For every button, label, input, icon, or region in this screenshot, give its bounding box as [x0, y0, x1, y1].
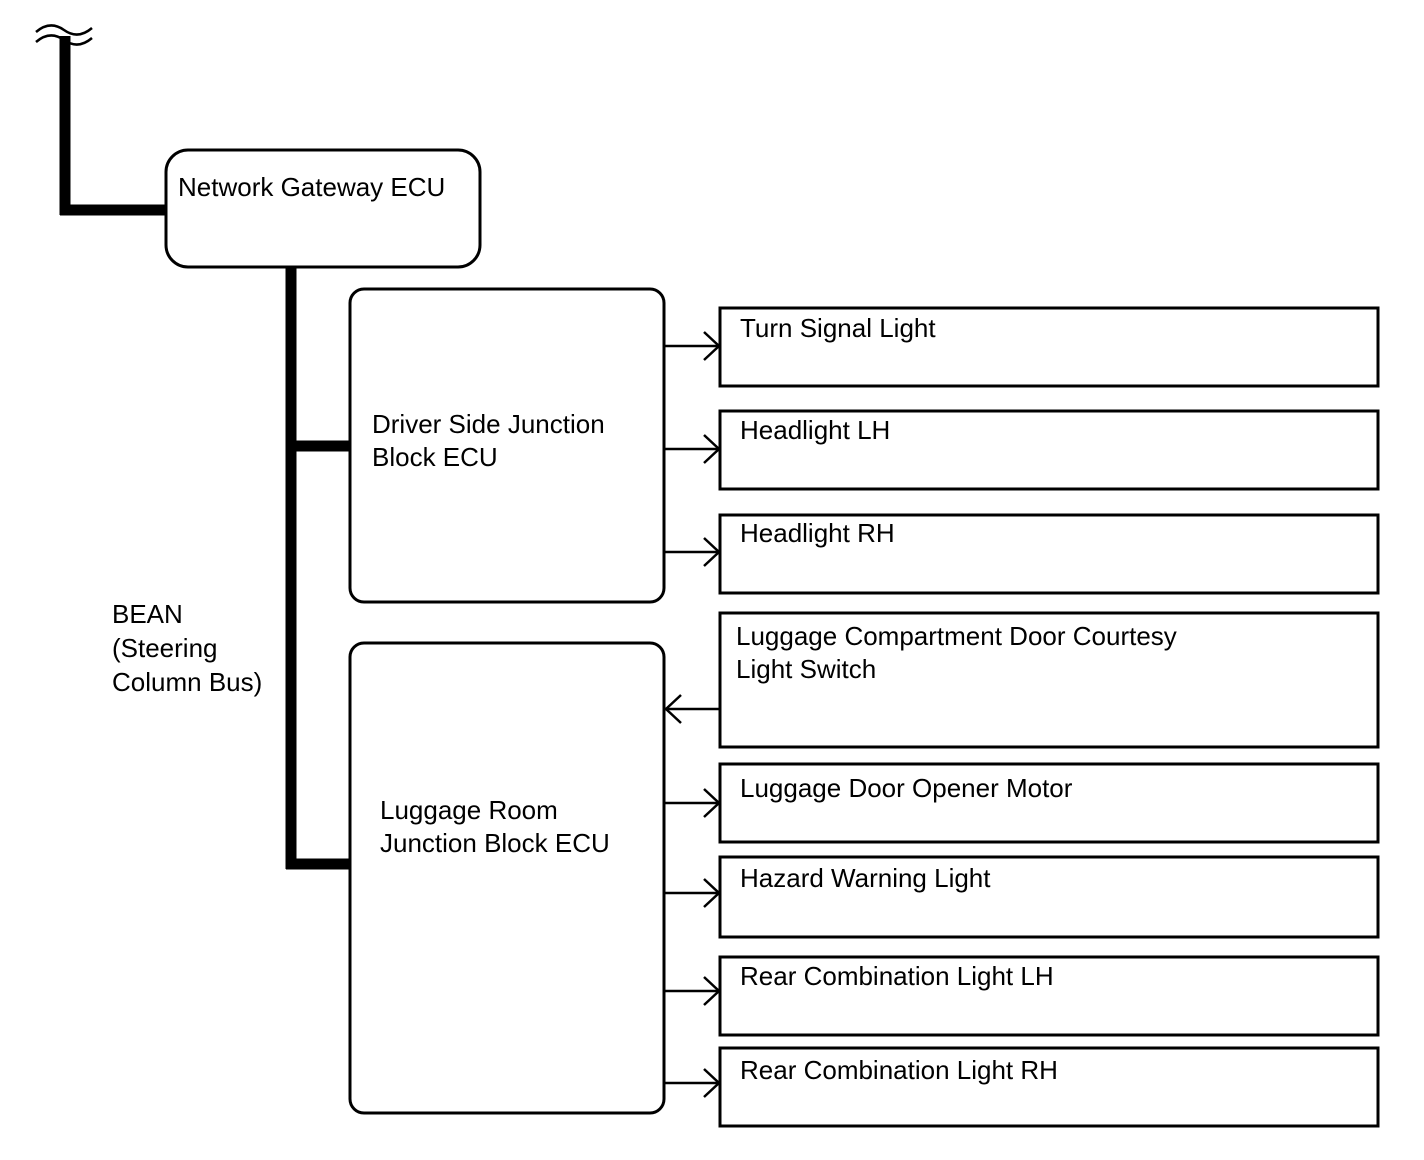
arrow-to-luggage-door-opener-motor — [664, 788, 721, 818]
headlight-lh-box — [718, 409, 1380, 491]
bus-label-line3: Column Bus) — [112, 667, 263, 697]
bus-label-line2: (Steering — [112, 633, 218, 663]
bus-label: BEAN (Steering Column Bus) — [112, 597, 262, 699]
headlight-lh-label: Headlight LH — [740, 415, 891, 445]
luggage-room-jb-ecu-label: Luggage Room Junction Block ECU — [380, 794, 610, 860]
component-boxes — [718, 306, 1380, 1128]
courtesy-light-switch-box — [718, 611, 1380, 749]
courtesy-light-switch-label: Luggage Compartment Door Courtesy Light … — [736, 620, 1177, 686]
driver-side-jb-ecu-box — [348, 287, 666, 604]
luggage-jb-label-line2: Junction Block ECU — [380, 828, 610, 858]
rear-combination-light-rh-box — [718, 1046, 1380, 1128]
luggage-door-opener-motor-label: Luggage Door Opener Motor — [740, 773, 1073, 803]
driver-side-jb-ecu-label: Driver Side Junction Block ECU — [372, 408, 605, 474]
turn-signal-light-label: Turn Signal Light — [740, 313, 936, 343]
bean-bus-lines — [59, 36, 351, 870]
rear-combination-light-lh-label: Rear Combination Light LH — [740, 961, 1054, 991]
turn-signal-light-box — [718, 306, 1380, 388]
bus-label-line1: BEAN — [112, 599, 183, 629]
arrow-to-headlight-lh — [664, 434, 721, 464]
rear-combination-light-rh-label: Rear Combination Light RH — [740, 1055, 1058, 1085]
driver-jb-label-line1: Driver Side Junction — [372, 409, 605, 439]
gateway-ecu-label: Network Gateway ECU — [178, 172, 446, 202]
rear-combination-light-lh-box — [718, 955, 1380, 1037]
hazard-warning-light-label: Hazard Warning Light — [740, 863, 991, 893]
arrow-to-turn-signal-light — [664, 331, 721, 361]
hazard-warning-light-box — [718, 855, 1380, 939]
headlight-rh-label: Headlight RH — [740, 518, 895, 548]
headlight-rh-box — [718, 513, 1380, 595]
driver-jb-label-line2: Block ECU — [372, 442, 498, 472]
luggage-room-jb-ecu-box — [348, 641, 666, 1115]
gateway-ecu-box — [164, 148, 482, 269]
arrow-to-headlight-rh — [664, 537, 721, 567]
arrow-to-hazard-warning-light — [664, 878, 721, 908]
arrow-to-rear-combination-light-lh — [664, 976, 721, 1006]
arrow-from-courtesy-light-switch — [664, 694, 720, 724]
courtesy-switch-label-line2: Light Switch — [736, 654, 877, 684]
connector-arrows — [664, 331, 721, 1098]
courtesy-switch-label-line1: Luggage Compartment Door Courtesy — [736, 621, 1177, 651]
luggage-jb-label-line1: Luggage Room — [380, 795, 558, 825]
arrow-to-rear-combination-light-rh — [664, 1068, 721, 1098]
